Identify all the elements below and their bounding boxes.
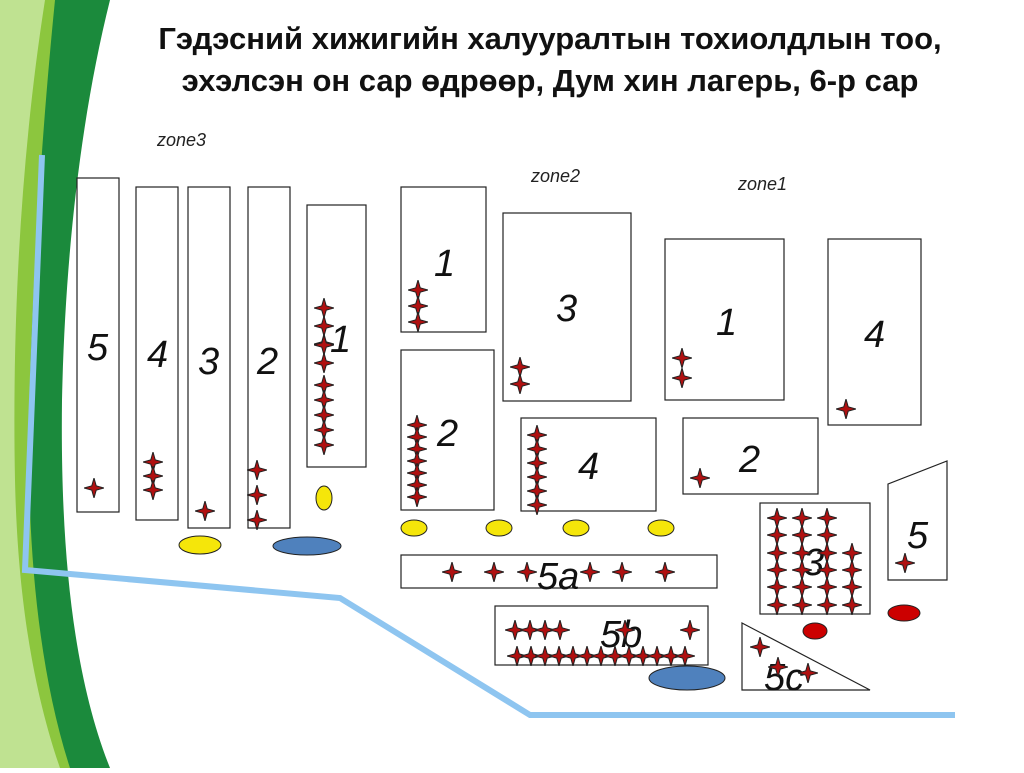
label-z3-4: 4 (147, 334, 168, 376)
label-z1-3: 3 (803, 542, 824, 584)
block-5c (741, 622, 871, 691)
block-z3-4 (135, 186, 179, 521)
zone3-blocks (76, 177, 367, 529)
latrine-marker (562, 519, 590, 537)
water-point-marker (648, 665, 726, 691)
block-z1-5 (887, 460, 948, 581)
label-z1-5: 5 (907, 515, 929, 557)
title-line-2: эхэлсэн он сар өдрөөр, Дум хин лагерь, 6… (181, 63, 919, 98)
label-z2-4: 4 (578, 446, 599, 488)
latrine-marker (315, 485, 333, 511)
water-point-marker (272, 536, 342, 556)
label-z1-2: 2 (738, 439, 760, 481)
decorative-swoosh (0, 0, 110, 768)
page-title: Гэдэсний хижигийн халууралтын тохиолдлын… (70, 18, 1024, 102)
label-z2-1: 1 (434, 243, 455, 285)
label-5a: 5a (537, 556, 579, 598)
label-z3-5: 5 (87, 327, 109, 369)
facility-markers (178, 485, 921, 691)
latrine-marker (647, 519, 675, 537)
block-z2-3 (502, 212, 632, 402)
block-z3-1 (306, 204, 367, 468)
block-z3-3 (187, 186, 231, 529)
label-z2-2: 2 (436, 413, 458, 455)
zone2-label: zone2 (530, 166, 580, 186)
latrine-marker (485, 519, 513, 537)
road (21, 154, 955, 718)
label-5b: 5b (600, 614, 642, 656)
zone1-blocks (664, 238, 948, 615)
label-z1-4: 4 (864, 314, 885, 356)
title-line-1: Гэдэсний хижигийн халууралтын тохиолдлын… (158, 21, 942, 56)
zone1-label: zone1 (737, 174, 787, 194)
block-z1-2 (682, 417, 819, 495)
label-z3-3: 3 (198, 341, 219, 383)
block-z3-5 (76, 177, 120, 513)
water-point-marker-red (802, 622, 828, 640)
block-z1-4 (827, 238, 922, 426)
water-point-marker-red (887, 604, 921, 622)
label-z2-3: 3 (556, 288, 577, 330)
label-z3-2: 2 (256, 341, 278, 383)
label-5c: 5c (764, 657, 804, 699)
block-z1-1 (664, 238, 785, 401)
label-z3-1: 1 (330, 319, 351, 361)
latrine-marker (400, 519, 428, 537)
zone3-label: zone3 (156, 130, 206, 150)
latrine-marker (178, 535, 222, 555)
label-z1-1: 1 (716, 302, 737, 344)
